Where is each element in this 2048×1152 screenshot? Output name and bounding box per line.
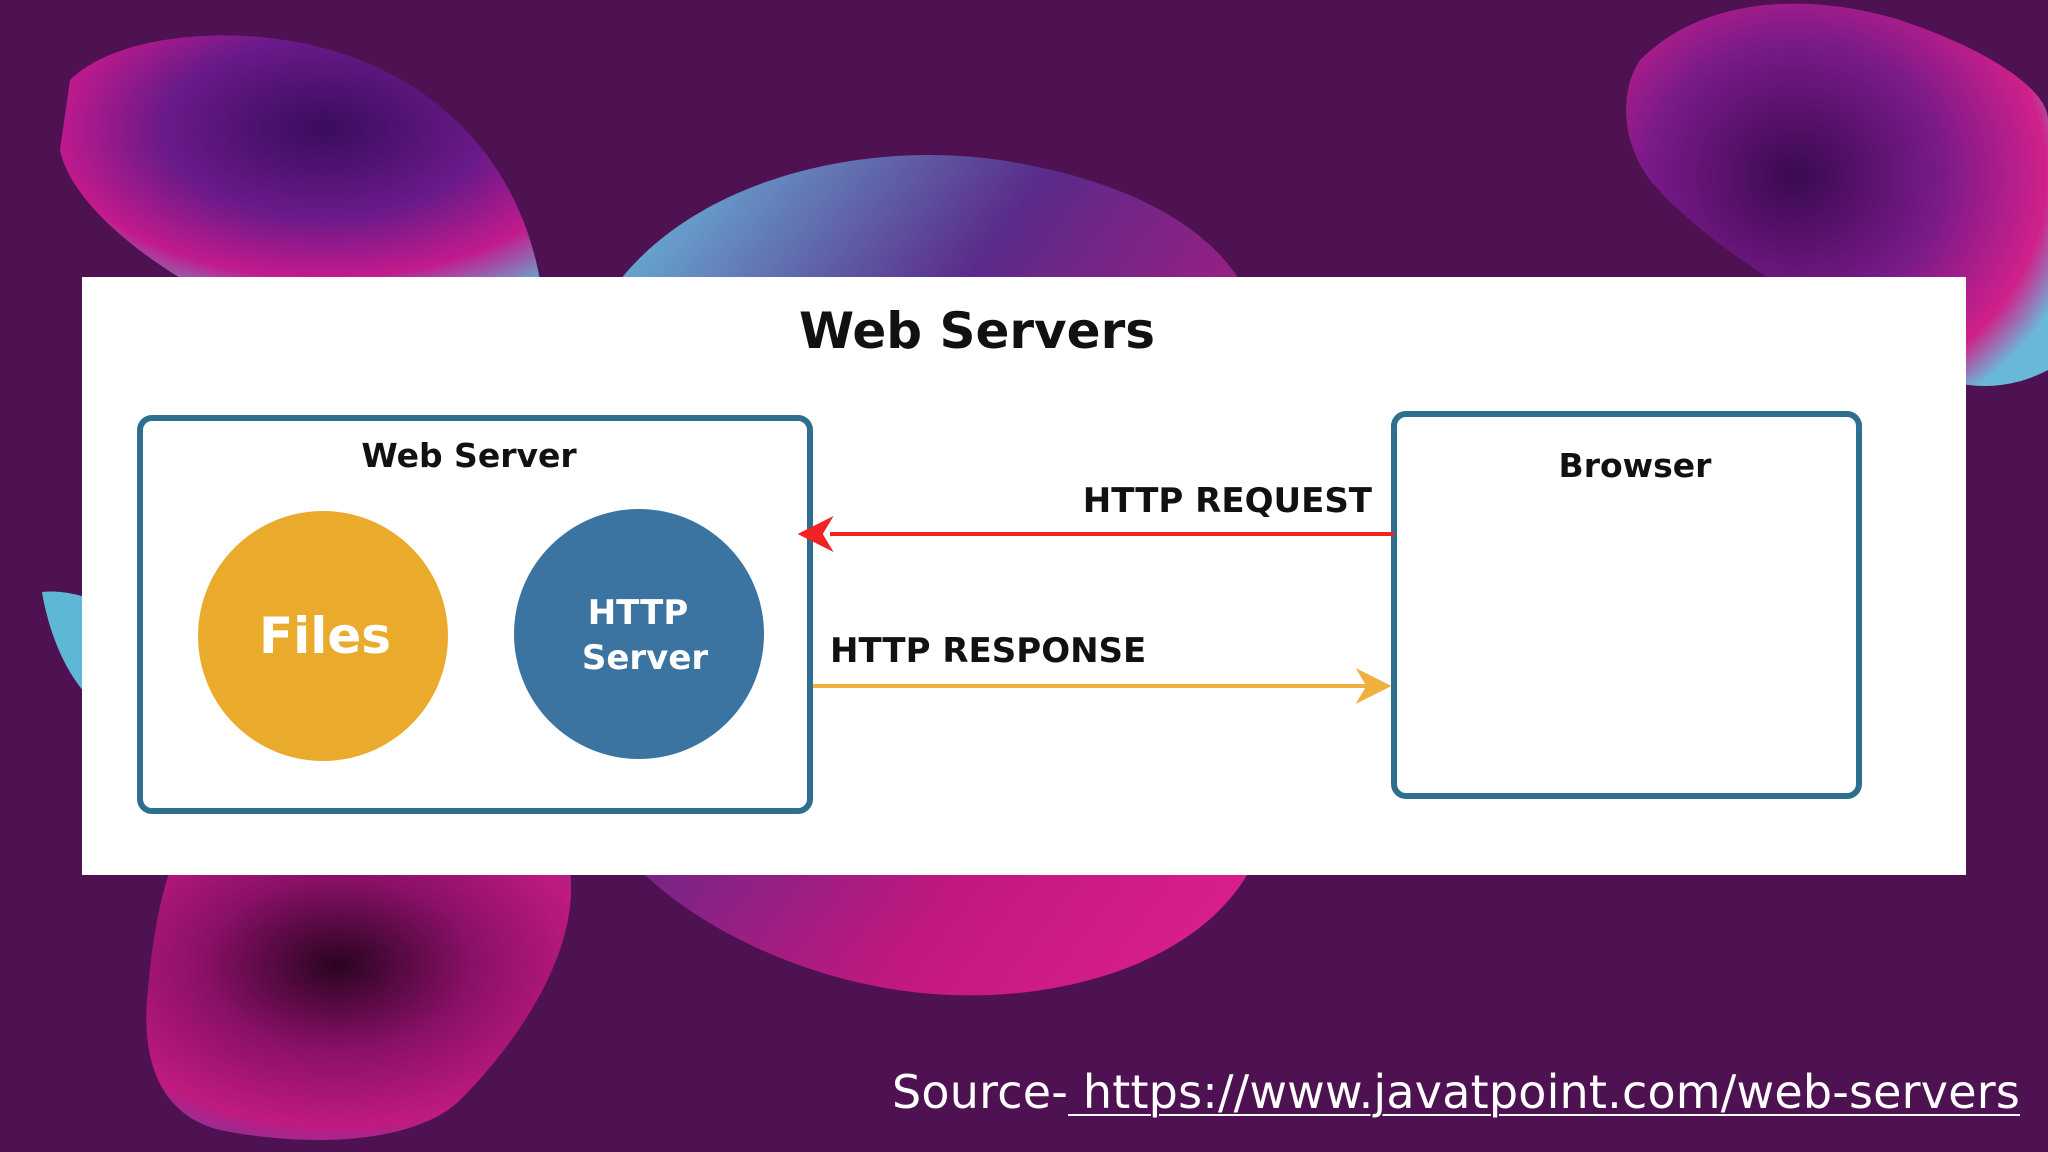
browser-box: [1391, 411, 1862, 799]
browser-label: Browser: [1559, 446, 1713, 485]
web-servers-diagram: Web Servers Web Server Files HTTP Server…: [137, 302, 1862, 814]
http-server-circle: [514, 509, 764, 759]
http-server-label-line2: Server: [582, 638, 709, 678]
diagram-title: Web Servers: [799, 302, 1155, 360]
files-label: Files: [259, 607, 391, 665]
http-response-label: HTTP RESPONSE: [830, 631, 1146, 671]
source-link[interactable]: https://www.javatpoint.com/web-servers: [1068, 1065, 2020, 1119]
web-server-box: [137, 415, 813, 814]
source-prefix: Source-: [892, 1065, 1069, 1119]
files-circle: [198, 511, 448, 761]
web-server-label: Web Server: [361, 436, 577, 475]
diagram-card: Web Servers Web Server Files HTTP Server…: [82, 277, 1966, 875]
source-attribution: Source- https://www.javatpoint.com/web-s…: [892, 1065, 2020, 1119]
http-server-label-line1: HTTP: [588, 593, 689, 633]
http-request-label: HTTP REQUEST: [1083, 481, 1373, 521]
